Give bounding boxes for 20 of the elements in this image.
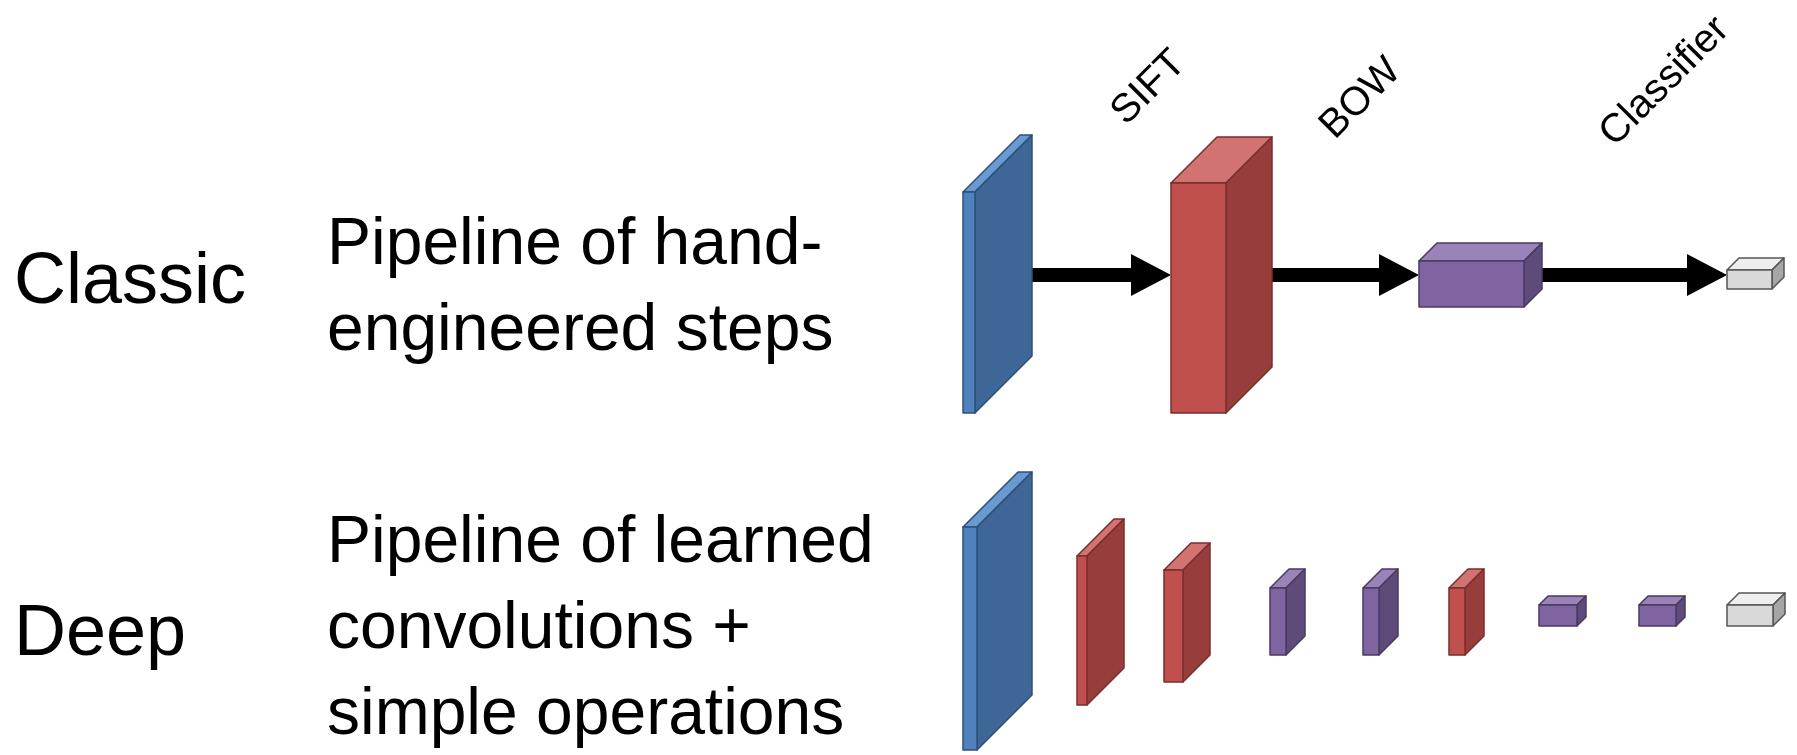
output-block — [1726, 592, 1786, 627]
layer-block — [1362, 568, 1399, 656]
feature-block — [1418, 242, 1543, 308]
layer-block — [1163, 542, 1211, 683]
layer-block — [1448, 568, 1485, 656]
feature-block — [1170, 136, 1273, 414]
description-text: Pipeline of learned convolutions + simple operations — [327, 501, 875, 750]
input-image-slab — [962, 471, 1033, 751]
layer-block — [1538, 595, 1587, 627]
layer-block — [1638, 595, 1686, 627]
arrow — [1542, 254, 1727, 296]
output-block — [1726, 257, 1785, 290]
row-label: Classic — [14, 237, 247, 320]
layer-block — [1269, 568, 1306, 656]
layer-block — [1076, 518, 1125, 706]
input-image-slab — [962, 134, 1033, 414]
row-label: Deep — [14, 589, 187, 672]
arrow — [1272, 254, 1419, 296]
arrow — [1032, 254, 1171, 296]
description-text: Pipeline of hand-engineered steps — [327, 203, 835, 366]
